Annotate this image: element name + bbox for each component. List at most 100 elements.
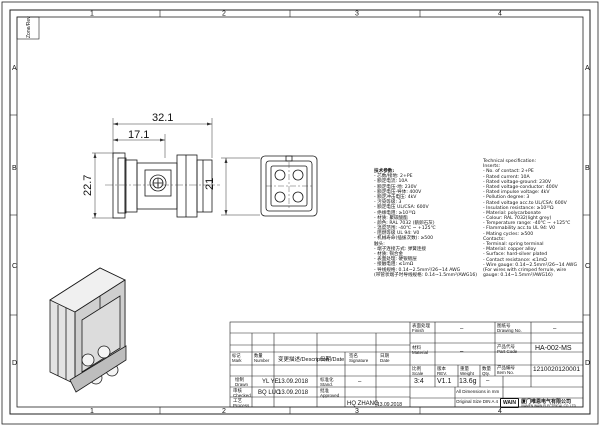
- spec-cn-line: - 材质: 聚碳酸酯: [374, 215, 408, 221]
- svg-text:C: C: [585, 263, 590, 270]
- zone-side-c: C: [12, 263, 17, 270]
- size-note: Original Size DIN A 4: [456, 399, 499, 404]
- spec-cn-line: 触头:: [374, 241, 385, 247]
- company-name-en: XIAMEN WAIN ELECTRICAL CO.,LTD: [521, 404, 576, 408]
- spec-en-line: Inserts:: [483, 164, 501, 170]
- zone-bottom-2: 2: [222, 408, 226, 415]
- spec-cn-line: - 材质: 铜合金: [374, 252, 404, 257]
- zone-bottom-4: 4: [498, 408, 502, 415]
- title-block: [229, 321, 584, 408]
- spec-en-line: - Rated current: 10A: [483, 174, 530, 180]
- spec-en-line: Contacts:: [483, 236, 505, 242]
- weight-value: 13.6g: [459, 378, 477, 385]
- zone-top-4: 4: [498, 11, 502, 18]
- spec-cn-line: - 额定电流: 10A: [374, 179, 408, 185]
- corner-tag: Zone/Rev: [26, 16, 32, 38]
- scale-value: 3:4: [414, 378, 424, 385]
- rev-value: V1.1: [437, 378, 452, 385]
- svg-text:A: A: [585, 65, 590, 72]
- spec-en-line: - Wire gauge: 0.14~2.5mm²/26~14 AWG: [483, 262, 578, 268]
- spec-cn-line: - 污染等级: 3: [374, 200, 402, 206]
- zone-side-a: A: [12, 65, 17, 72]
- company-name-cn: 厦门唯恩电气有限公司: [521, 399, 572, 405]
- spec-cn-line: - 接触电阻: ≤1mΩ: [374, 262, 414, 268]
- spec-en-line: gauge: 0.14~1.5mm²/AWG16): [483, 273, 553, 279]
- spec-en-line: - Flammability acc.to UL 94: V0: [483, 226, 556, 232]
- front-view: [221, 155, 318, 217]
- spec-en-line: - Colour: RAL 7032(light grey): [483, 216, 552, 222]
- zone-side-b: B: [12, 165, 17, 172]
- spec-cn-line: (带管状端子时导线规格: 0.14~1.5mm²/AWG16): [374, 272, 478, 278]
- spec-en-title: Technical specification:: [483, 159, 537, 164]
- approver-name: HQ ZHANG: [347, 401, 379, 407]
- svg-text:D: D: [585, 360, 590, 367]
- side-view: [92, 118, 220, 219]
- spec-en-line: - Pollution degree: 3: [483, 195, 530, 201]
- part-code-value: HA-002-MS: [535, 345, 572, 352]
- spec-cn-title: 技术参数:: [374, 169, 395, 174]
- item-no-value: 1210020120001: [533, 366, 580, 373]
- drawn-date: 13.09.2018: [278, 379, 309, 385]
- zone-top-1: 1: [90, 11, 94, 18]
- spec-en: Technical specification: Inserts: - No. …: [483, 159, 577, 278]
- spec-en-line: - Surface: hard-silver plated: [483, 252, 548, 258]
- svg-text:B: B: [585, 165, 590, 172]
- rev-header-date: 日期/Date: [320, 357, 345, 363]
- spec-en-line: - Temperature range: -40℃ ~ +125℃: [483, 221, 571, 227]
- spec-en-line: - No. of contact: 2+PE: [483, 169, 534, 175]
- rev-header-description: 变更描述/Description: [278, 357, 330, 363]
- company-logo: WAIN: [500, 398, 519, 408]
- standard-value: –: [358, 379, 362, 385]
- spec-cn-line: - 温度范围: -40℃ ~ +125℃: [374, 226, 436, 232]
- spec-en-line: - Mating cycles: ≥500: [483, 231, 534, 237]
- dim-partial-length: 17.1: [128, 129, 149, 141]
- spec-cn-line: - 额定电压-地: 230V: [374, 184, 417, 190]
- spec-en-line: - Contact resistance: ≤1mΩ: [483, 257, 547, 263]
- spec-cn-line: - 端子连接方式: 弹簧连接: [374, 246, 427, 252]
- finish-value: –: [460, 326, 464, 332]
- spec-en-line: (For wires with crimped ferrule, wire: [483, 267, 567, 273]
- checked-name: BQ LUO: [258, 390, 281, 396]
- spec-cn-line: - 额定冲击电压: 4kV: [374, 194, 417, 200]
- spec-en-line: - Material: copper alloy: [483, 247, 537, 253]
- dim-front-height: 21: [204, 178, 216, 190]
- dims-note: All Dimensions in mm: [456, 389, 500, 394]
- isometric-view: [49, 267, 127, 393]
- spec-en-line: - Rated voltage acc.to UL/CSA: 600V: [483, 200, 567, 206]
- material-value: –: [460, 349, 464, 355]
- zone-bottom-1: 1: [90, 408, 94, 415]
- qty-value: –: [486, 378, 490, 384]
- zone-top-3: 3: [355, 11, 359, 18]
- spec-cn-line: - 额定电压-导体: 400V: [374, 189, 422, 195]
- spec-cn-line: - 绝缘电阻: ≥10¹⁰Ω: [374, 210, 416, 216]
- zone-side-d: D: [12, 360, 17, 367]
- spec-en-line: - Rated voltage-conductor: 400V: [483, 184, 558, 190]
- spec-en-line: - Rated voltage-ground: 230V: [483, 179, 552, 185]
- drawn-name: YL YE: [262, 379, 279, 385]
- zone-top-2: 2: [222, 11, 226, 18]
- approver-date: 13.09.2018: [377, 402, 403, 408]
- spec-en-line: - Terminal: spring terminal: [483, 242, 544, 247]
- spec-cn: 技术参数: - 芯数/接地: 2+PE - 额定电流: 10A - 额定电压-地…: [374, 169, 477, 278]
- dim-overall-length: 32.1: [152, 112, 173, 124]
- checked-date: 13.09.2018: [278, 390, 309, 396]
- dim-body-height: 22.7: [82, 175, 94, 196]
